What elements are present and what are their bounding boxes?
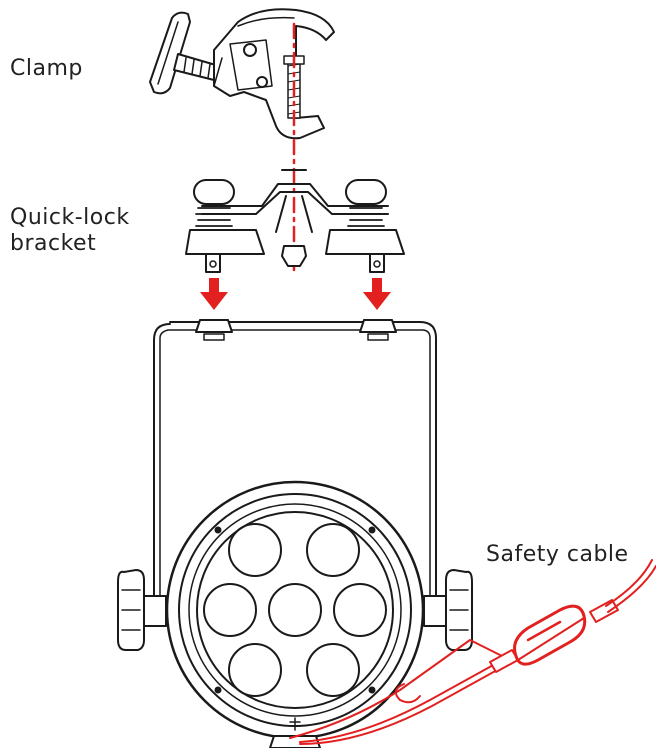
quick-lock-bracket-label-line1: Quick-lock [10,205,130,230]
fixture-icon [117,319,473,748]
safety-cable-icon [289,559,656,745]
clamp-label: Clamp [10,56,83,81]
down-arrow-icon [200,278,391,310]
quick-lock-bracket-icon [185,179,405,273]
quick-lock-bracket-label-line2: bracket [10,231,97,256]
clamp-icon [149,8,335,140]
safety-cable-label: Safety cable [486,542,629,567]
